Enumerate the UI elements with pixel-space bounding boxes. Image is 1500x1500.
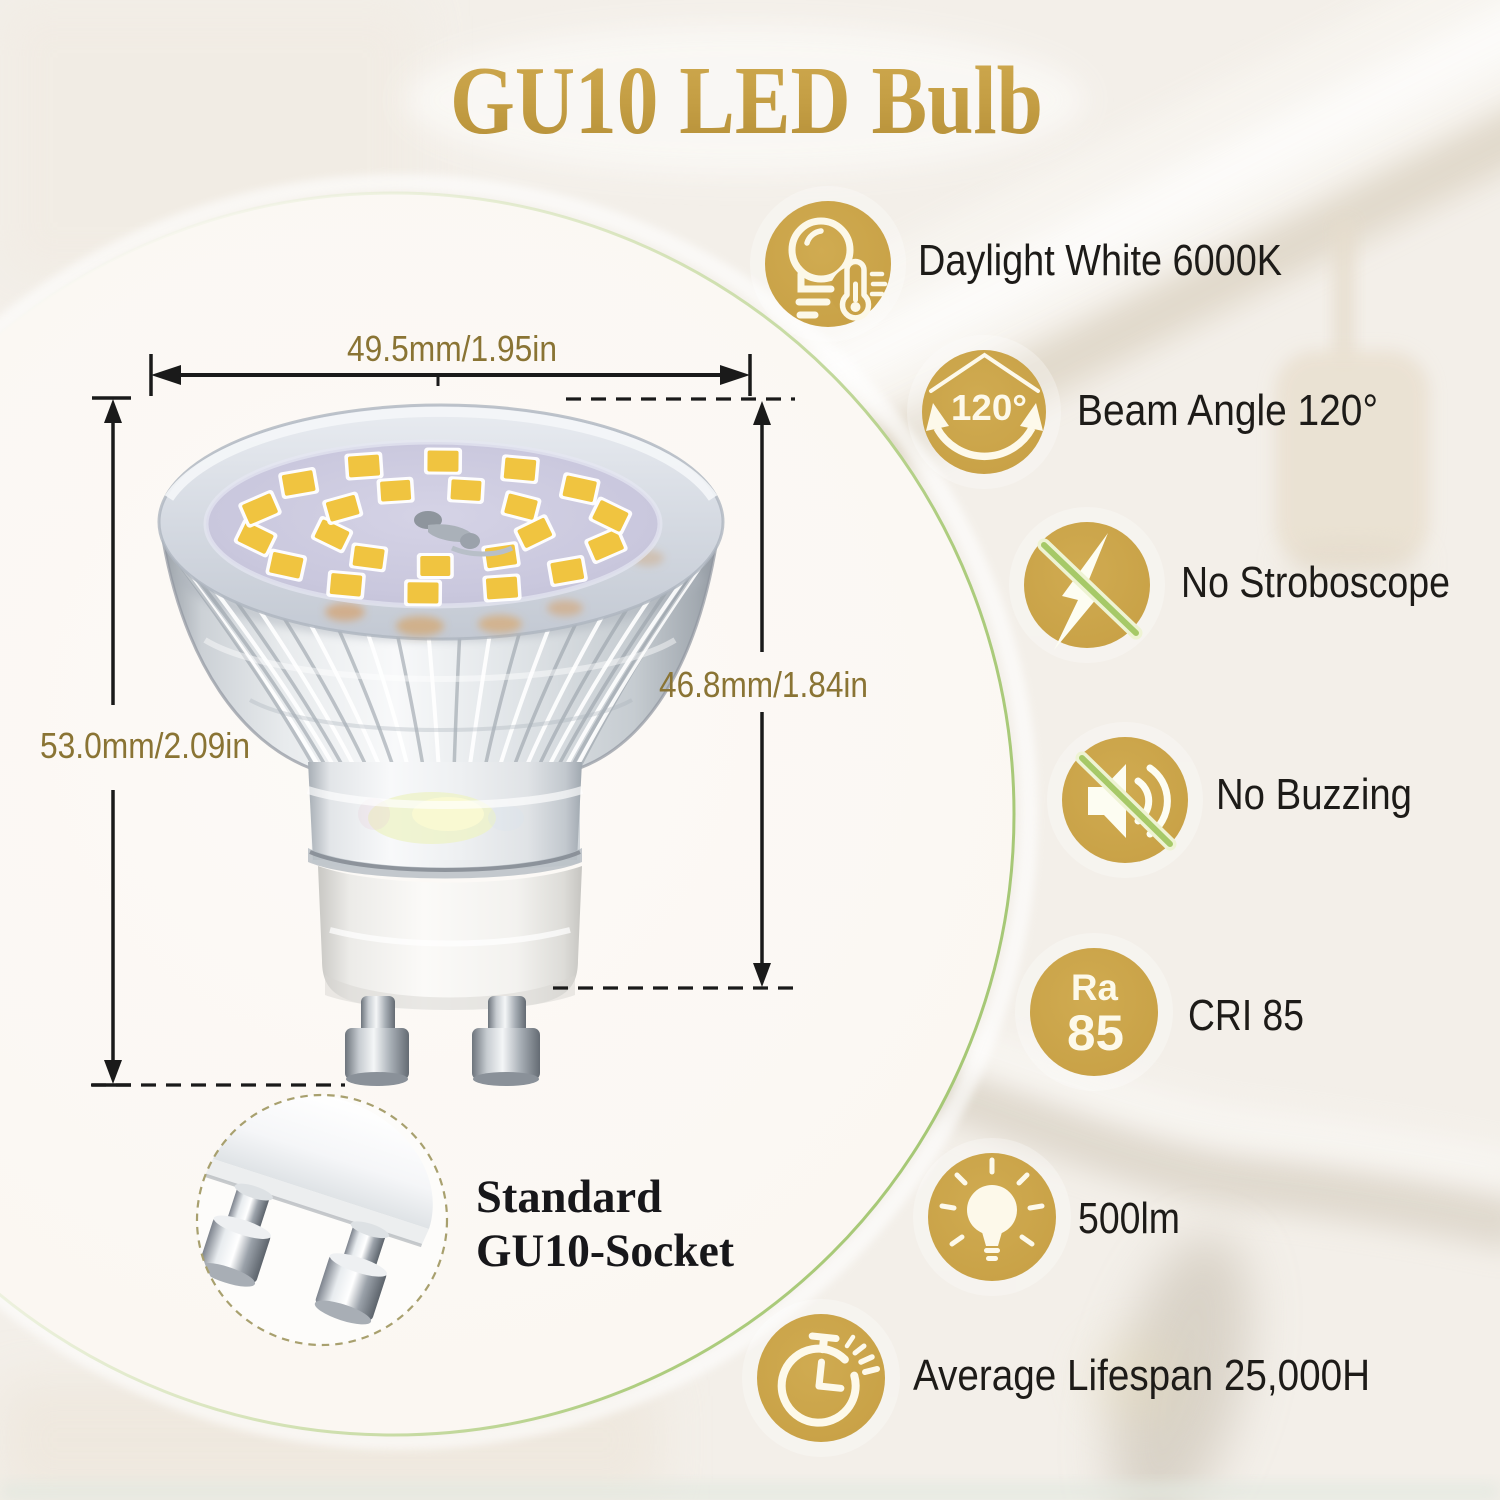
svg-text:GU10 LED Bulb: GU10 LED Bulb xyxy=(450,47,1043,154)
svg-text:500lm: 500lm xyxy=(1078,1195,1180,1243)
svg-text:Beam Angle 120°: Beam Angle 120° xyxy=(1077,387,1378,435)
svg-text:49.5mm/1.95in: 49.5mm/1.95in xyxy=(347,328,557,369)
svg-text:Standard: Standard xyxy=(476,1171,662,1223)
svg-text:No Buzzing: No Buzzing xyxy=(1216,771,1412,819)
svg-text:46.8mm/1.84in: 46.8mm/1.84in xyxy=(659,664,868,705)
svg-text:GU10-Socket: GU10-Socket xyxy=(476,1225,734,1277)
svg-text:120°: 120° xyxy=(951,387,1027,428)
svg-text:Daylight White 6000K: Daylight White 6000K xyxy=(918,237,1282,285)
svg-text:No Stroboscope: No Stroboscope xyxy=(1181,559,1450,607)
svg-text:Average Lifespan 25,000H: Average Lifespan 25,000H xyxy=(913,1352,1370,1400)
svg-text:CRI 85: CRI 85 xyxy=(1188,992,1304,1040)
svg-text:Ra: Ra xyxy=(1071,967,1118,1008)
svg-text:53.0mm/2.09in: 53.0mm/2.09in xyxy=(40,725,250,766)
svg-text:85: 85 xyxy=(1067,1005,1124,1061)
